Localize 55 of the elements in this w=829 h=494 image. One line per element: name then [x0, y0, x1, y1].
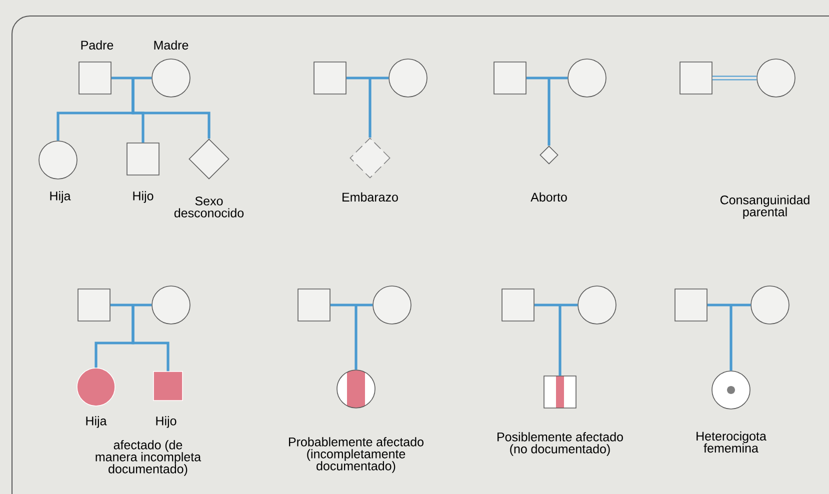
filled-square-symbol: [153, 371, 183, 401]
square-symbol: [78, 288, 110, 322]
dashed-diamond-symbol: [350, 138, 390, 178]
descent-line: [368, 78, 372, 138]
symbol-caption: Sexo desconocido: [174, 196, 244, 218]
square-symbol: [502, 288, 534, 322]
couple-line: [534, 304, 578, 306]
descent-line: [558, 305, 562, 376]
descent-line: [730, 305, 732, 371]
couple-line: [111, 76, 152, 80]
symbol-caption: Hijo: [156, 416, 176, 428]
descent-line: [132, 78, 210, 139]
diamond-symbol: [188, 138, 230, 180]
filled-circle-symbol: [76, 368, 116, 406]
circle-symbol: [578, 286, 616, 324]
circle-symbol: [152, 286, 190, 324]
symbol-caption: Madre: [154, 40, 188, 50]
couple-line: [346, 76, 389, 80]
couple-line: [712, 76, 757, 80]
symbol-caption: Heterocigota fememina: [696, 431, 766, 453]
circle-symbol: [568, 58, 606, 98]
caption-text: afectado (de manera incompleta documentado): [96, 440, 202, 476]
striped-square-symbol: [544, 376, 576, 408]
descent-line: [132, 305, 170, 372]
symbol-caption: Probablemente afectado (incompletamente documentado): [289, 437, 424, 473]
square-symbol: [126, 142, 160, 176]
square-symbol: [494, 62, 526, 94]
square-symbol: [298, 288, 330, 322]
square-symbol: [314, 62, 346, 94]
square-symbol: [674, 288, 708, 322]
couple-line: [330, 304, 373, 306]
square-symbol: [680, 62, 712, 94]
symbol-caption: Aborto: [530, 192, 567, 202]
symbol-caption: Hija: [50, 191, 71, 203]
symbol-caption: Embarazo: [342, 192, 398, 202]
diamond-symbol: [540, 146, 558, 164]
symbol-caption: Hija: [86, 416, 107, 428]
caption-text: Consanguinidad parental: [720, 195, 810, 219]
descent-line: [354, 305, 358, 370]
circle-symbol: [38, 140, 78, 180]
circle-symbol: [750, 286, 790, 324]
symbol-caption: Posiblemente afectado (no documentado): [498, 432, 623, 456]
couple-line: [526, 76, 568, 80]
striped-circle-symbol: [336, 370, 376, 408]
circle-symbol: [388, 58, 428, 98]
circle-symbol: [756, 58, 796, 98]
square-symbol: [78, 62, 112, 94]
circle-symbol: [152, 58, 190, 98]
circle-symbol: [372, 286, 412, 324]
dotted-circle-symbol: [712, 370, 750, 410]
symbol-caption: Padre: [81, 40, 114, 50]
couple-line: [707, 304, 751, 306]
descent-line: [548, 78, 550, 146]
symbol-caption: Hijo: [133, 191, 154, 203]
couple-line: [110, 304, 152, 306]
